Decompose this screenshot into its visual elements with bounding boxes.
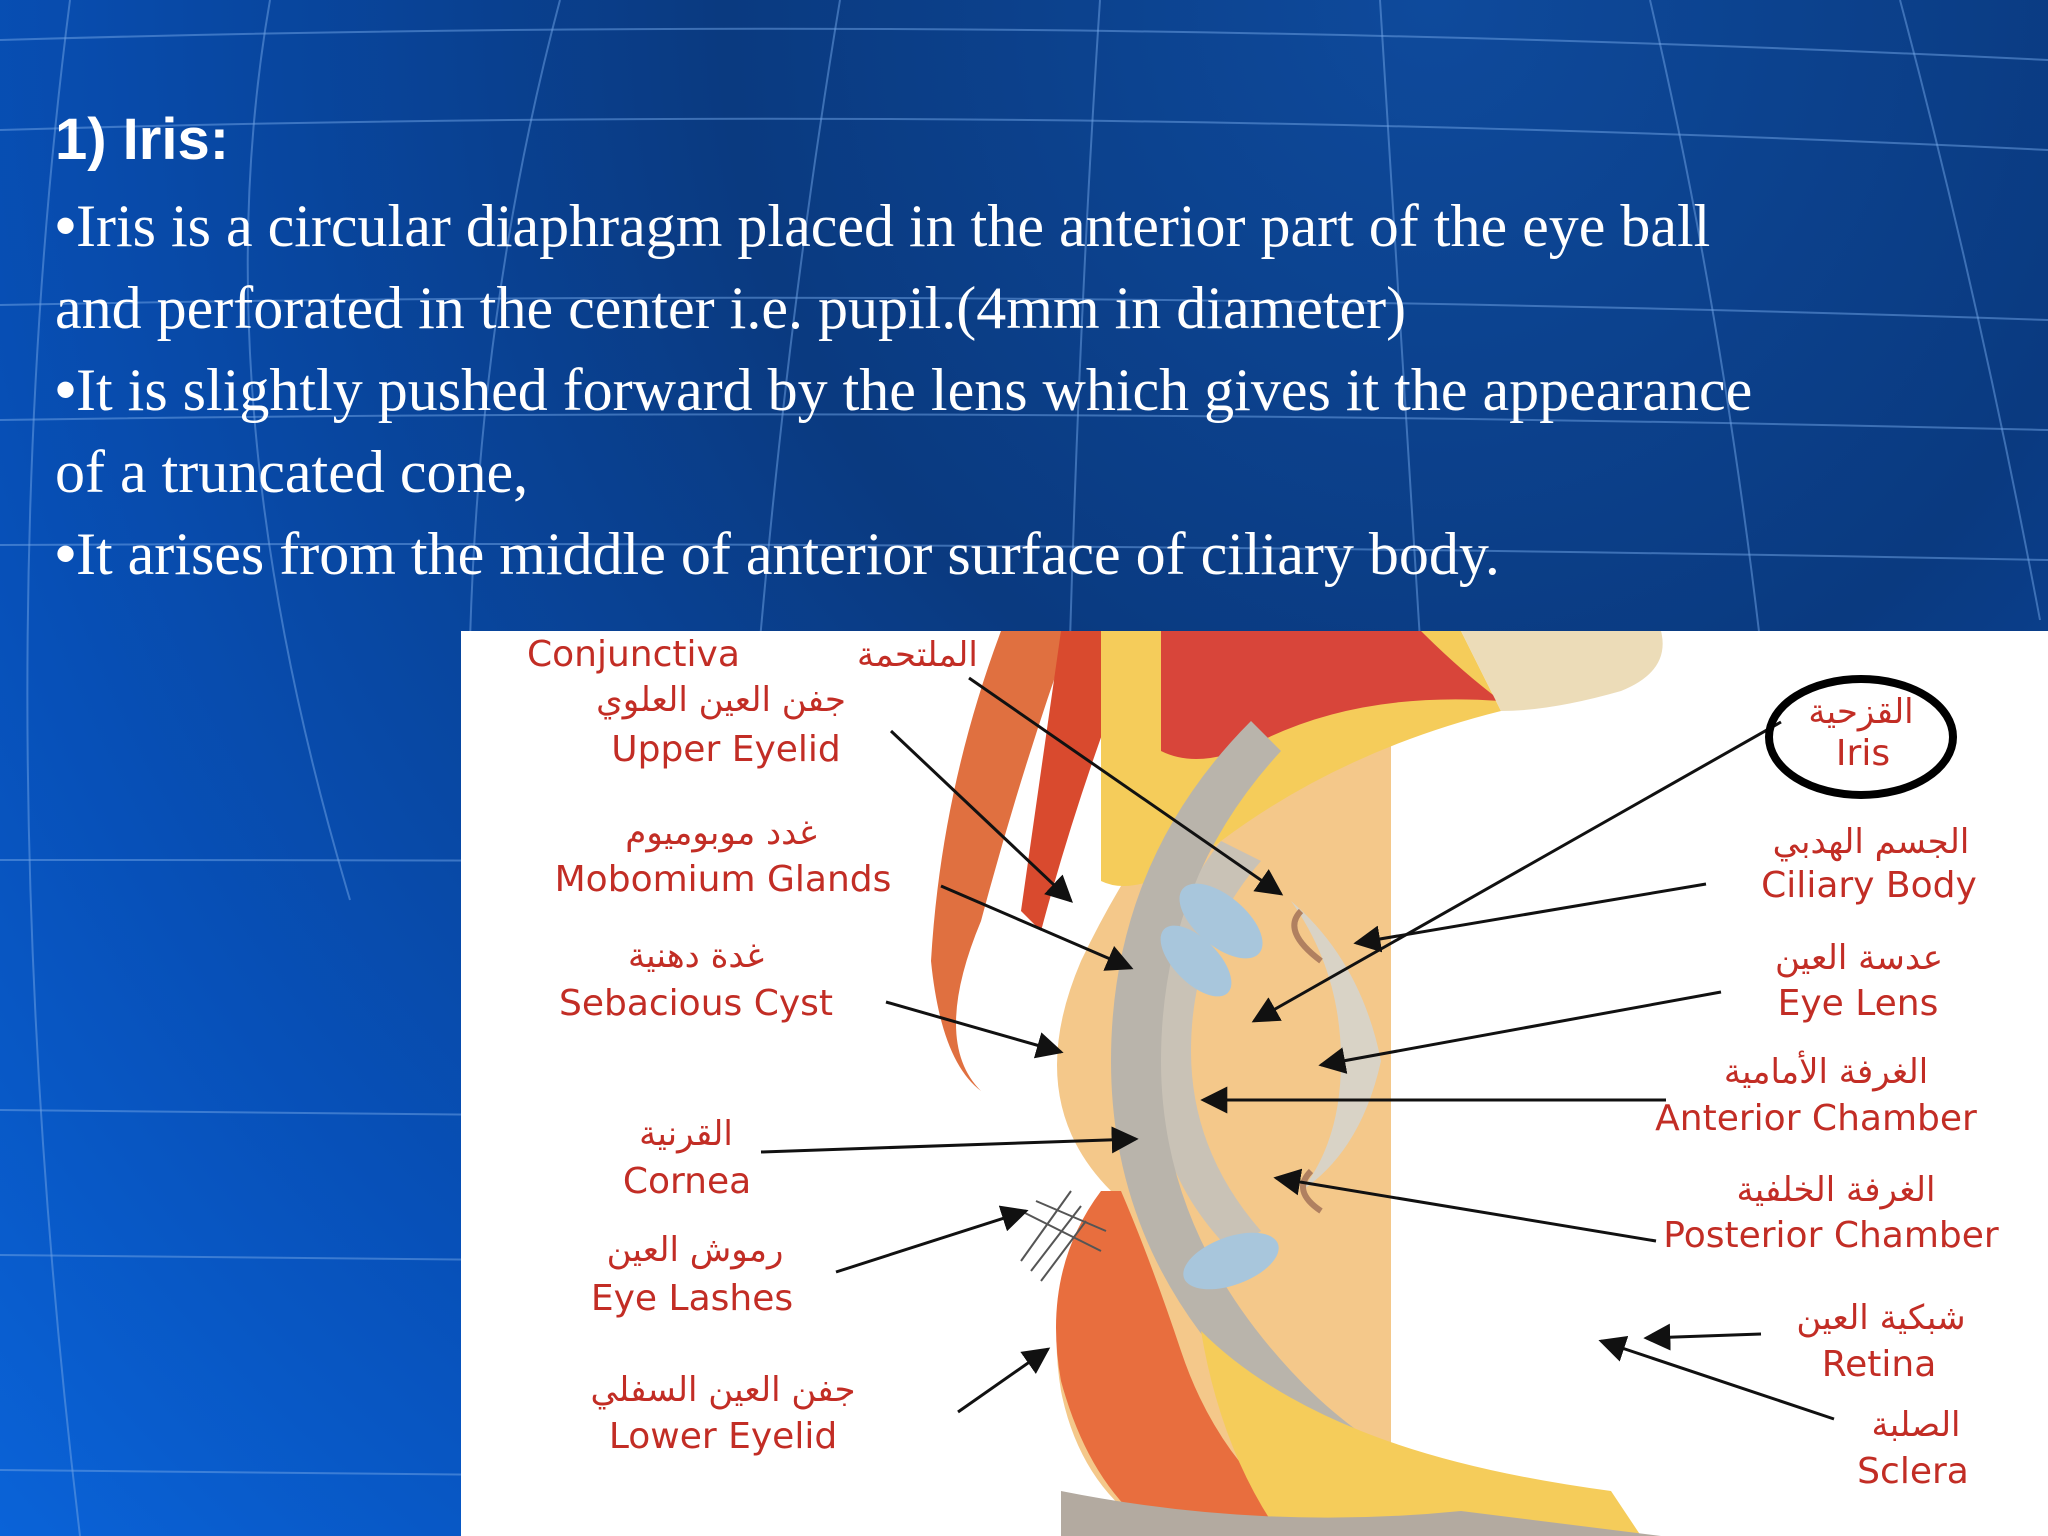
leader-cornea — [760, 1126, 1139, 1154]
leader-sclera — [1598, 1335, 1835, 1421]
leader-posterior-chamber — [1273, 1168, 1657, 1243]
eye-anatomy-diagram: Conjunctiva الملتحمة جفن العين العلوي Up… — [461, 631, 2048, 1536]
bullet-3: •It arises from the middle of anterior s… — [55, 513, 1755, 595]
bullet-text: It is slightly pushed forward by the len… — [55, 357, 1753, 505]
label-iris-en: Iris — [1836, 733, 1890, 774]
label-eye-lens-en: Eye Lens — [1778, 983, 1939, 1024]
bullet-marker: • — [55, 356, 77, 423]
label-upper-eyelid-en: Upper Eyelid — [611, 729, 841, 770]
label-cornea-ar: القرنية — [639, 1114, 733, 1154]
leader-retina — [1643, 1323, 1762, 1351]
label-mobomium-glands-ar: غدد موبوميوم — [625, 813, 816, 853]
label-conjunctiva-en: Conjunctiva — [527, 634, 740, 675]
leader-eye-lashes — [835, 1205, 1029, 1274]
bullet-2: •It is slightly pushed forward by the le… — [55, 349, 1755, 513]
label-retina-ar: شبكية العين — [1796, 1298, 1965, 1338]
label-posterior-chamber-en: Posterior Chamber — [1663, 1215, 1999, 1256]
leader-conjunctiva — [968, 676, 1284, 896]
label-eye-lashes-ar: رموش العين — [607, 1230, 784, 1270]
leader-lines — [760, 676, 1835, 1421]
label-anterior-chamber-ar: الغرفة الأمامية — [1724, 1050, 1928, 1092]
label-iris-ar: القزحية — [1808, 692, 1913, 732]
leader-mobomium-glands — [940, 884, 1134, 971]
bullet-1: •Iris is a circular diaphragm placed in … — [55, 185, 1755, 349]
labels-left: Conjunctiva الملتحمة جفن العين العلوي Up… — [527, 634, 978, 1457]
label-posterior-chamber-ar: الغرفة الخلفية — [1737, 1170, 1936, 1210]
eye-cross-section-illustration — [931, 631, 1663, 1536]
leader-eye-lens — [1318, 990, 1722, 1074]
leader-lower-eyelid — [957, 1347, 1051, 1414]
label-retina-en: Retina — [1822, 1344, 1937, 1385]
slide-text: 1) Iris: •Iris is a circular diaphragm p… — [55, 95, 1755, 595]
leader-iris — [1251, 720, 1782, 1023]
label-cornea-en: Cornea — [623, 1161, 751, 1202]
label-anterior-chamber-en: Anterior Chamber — [1655, 1098, 1977, 1139]
label-ciliary-body-ar: الجسم الهدبي — [1773, 822, 1970, 862]
bullet-marker: • — [55, 520, 77, 587]
leader-ciliary-body — [1353, 882, 1707, 953]
label-sclera-ar: الصلبة — [1871, 1405, 1960, 1445]
leader-sebacious-cyst — [885, 1000, 1064, 1059]
label-lower-eyelid-ar: جفن العين السفلي — [591, 1370, 856, 1410]
label-upper-eyelid-ar: جفن العين العلوي — [596, 680, 846, 720]
label-sebacious-cyst-en: Sebacious Cyst — [559, 983, 833, 1024]
label-eye-lashes-en: Eye Lashes — [591, 1278, 793, 1319]
bullet-text: Iris is a circular diaphragm placed in t… — [55, 193, 1711, 341]
labels-right: القزحية Iris الجسم الهدبي Ciliary Body ع… — [1655, 692, 1999, 1492]
leader-upper-eyelid — [889, 729, 1073, 903]
iris-highlight-ring — [1765, 675, 1957, 799]
label-conjunctiva-ar: الملتحمة — [857, 635, 978, 675]
bullet-marker: • — [55, 192, 77, 259]
slide-heading: 1) Iris: — [55, 107, 230, 172]
label-sebacious-cyst-ar: غدة دهنية — [628, 936, 764, 976]
label-ciliary-body-en: Ciliary Body — [1761, 865, 1977, 906]
label-eye-lens-ar: عدسة العين — [1775, 938, 1943, 978]
bullet-text: It arises from the middle of anterior su… — [76, 521, 1500, 587]
label-lower-eyelid-en: Lower Eyelid — [609, 1416, 837, 1457]
label-sclera-en: Sclera — [1857, 1451, 1969, 1492]
label-mobomium-glands-en: Mobomium Glands — [555, 859, 892, 900]
